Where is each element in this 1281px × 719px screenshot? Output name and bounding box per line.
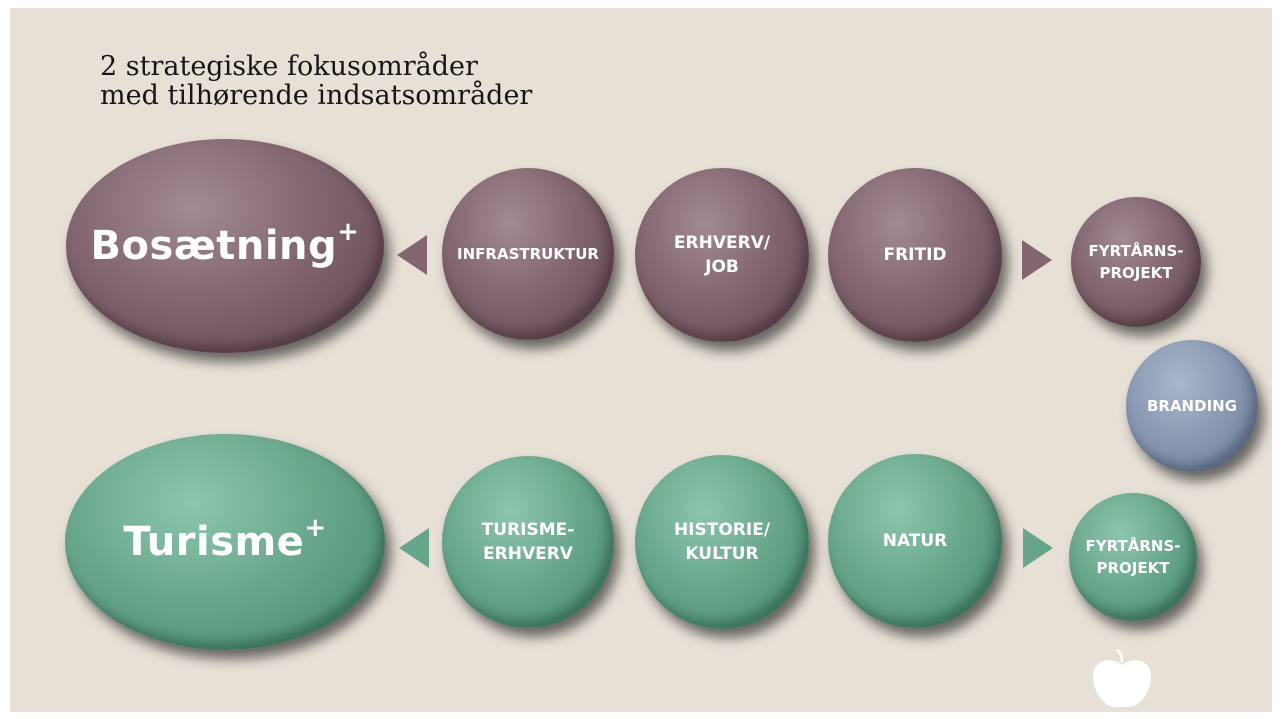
arrow-right-icon xyxy=(1022,240,1052,280)
indsats-infrastruktur: INFRASTRUKTUR xyxy=(442,168,614,340)
arrow-right-icon xyxy=(1023,528,1053,568)
title-line-1: 2 strategiske fokusområder xyxy=(100,51,478,82)
indsats-label-line1: HISTORIE/ xyxy=(673,520,771,540)
arrow-left-icon xyxy=(399,528,429,568)
plus-sign: + xyxy=(304,513,327,543)
fyrtaarn-label-line2: PROJEKT xyxy=(1096,559,1170,577)
indsats-fritid: FRITID xyxy=(828,168,1002,342)
indsats-label-line1: TURISME- xyxy=(481,520,575,540)
page-title: 2 strategiske fokusområder med tilhørend… xyxy=(100,52,532,110)
indsats-label-line1: ERHVERV/ xyxy=(673,233,771,253)
plus-sign: + xyxy=(337,217,360,247)
arrow-left-icon xyxy=(397,235,427,275)
title-line-2: med tilhørende indsatsområder xyxy=(100,80,533,111)
fyrtaarn-label-line1: FYRTÅRNS- xyxy=(1088,242,1184,260)
fyrtaarnsprojekt-turisme: FYRTÅRNS- PROJEKT xyxy=(1069,493,1197,621)
indsats-historie-kultur: HISTORIE/ KULTUR xyxy=(635,455,809,629)
indsats-label-line1: NATUR xyxy=(882,531,948,551)
branding-circle: BRANDING xyxy=(1126,340,1258,472)
indsats-erhverv-job: ERHVERV/ JOB xyxy=(635,168,809,342)
focus-area-bosaetning: Bosætning+ xyxy=(66,139,384,353)
apple-icon xyxy=(1093,649,1151,707)
focus-area-turisme: Turisme+ xyxy=(65,434,385,650)
indsats-turismeerhverv: TURISME- ERHVERV xyxy=(442,456,614,628)
indsats-label-line2: JOB xyxy=(705,257,739,277)
indsats-label-line1: FRITID xyxy=(883,245,947,265)
fyrtaarn-label-line2: PROJEKT xyxy=(1099,264,1173,282)
indsats-natur: NATUR xyxy=(828,454,1002,628)
indsats-label-line2: ERHVERV xyxy=(483,544,573,564)
fyrtaarnsprojekt-bosaetning: FYRTÅRNS- PROJEKT xyxy=(1071,197,1201,327)
fyrtaarn-label-line1: FYRTÅRNS- xyxy=(1085,537,1181,555)
slide: 2 strategiske fokusområder med tilhørend… xyxy=(10,8,1272,712)
focus-area-turisme-label: Turisme xyxy=(123,519,305,565)
branding-label: BRANDING xyxy=(1146,397,1238,415)
indsats-label-line2: KULTUR xyxy=(685,544,759,564)
focus-area-bosaetning-label: Bosætning xyxy=(90,223,338,269)
indsats-label-line1: INFRASTRUKTUR xyxy=(457,245,599,263)
